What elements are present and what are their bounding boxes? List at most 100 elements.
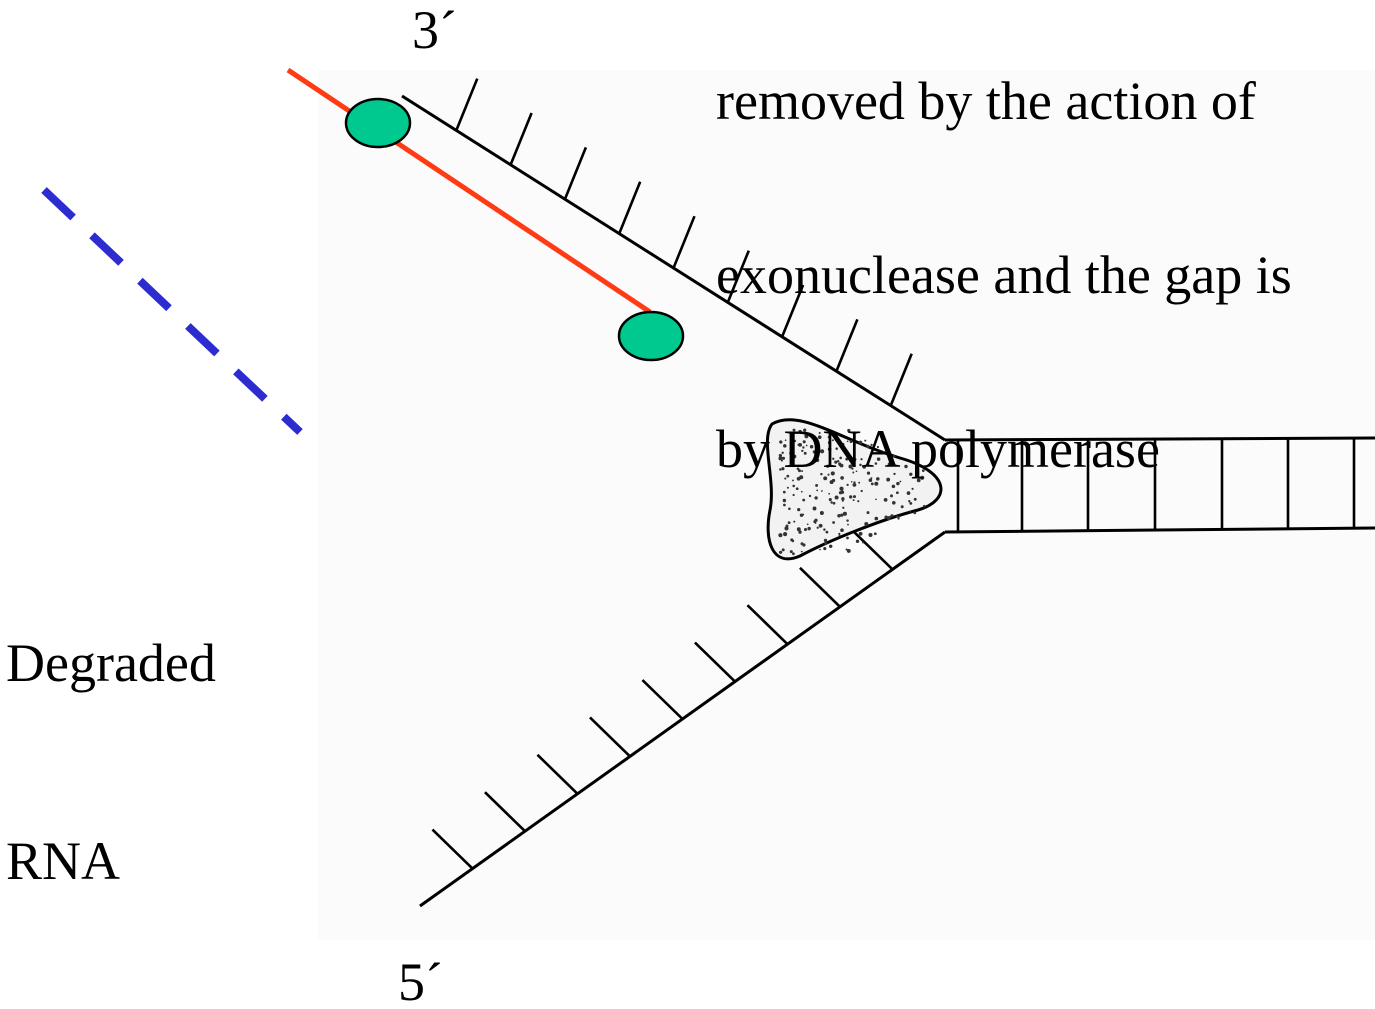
- enzyme-stipple-dot: [859, 463, 862, 467]
- enzyme-stipple-dot: [899, 480, 902, 483]
- enzyme-stipple-dot: [904, 464, 908, 469]
- enzyme-stipple-dot: [882, 451, 884, 453]
- caption-line-3: by DNA polymerase: [716, 419, 1160, 479]
- enzyme-stipple-dot: [913, 511, 917, 515]
- enzyme-stipple-dot: [832, 501, 836, 505]
- enzyme-stipple-dot: [874, 462, 878, 465]
- enzyme-stipple-dot: [802, 440, 806, 444]
- enzyme-stipple-dot: [820, 449, 825, 454]
- enzyme-stipple-dot: [890, 494, 893, 498]
- enzyme-stipple-dot: [791, 539, 795, 543]
- enzyme-stipple-dot: [860, 489, 863, 493]
- enzyme-stipple-dot: [802, 498, 806, 502]
- enzyme-stipple-dot: [781, 459, 783, 462]
- enzyme-stipple-dot: [851, 467, 854, 470]
- primer-end-marker: [617, 310, 685, 362]
- enzyme-stipple-dot: [876, 457, 881, 461]
- enzyme-stipple-dot: [778, 533, 783, 538]
- enzyme-stipple-dot: [823, 538, 828, 543]
- enzyme-stipple-dot: [807, 526, 811, 531]
- enzyme-stipple-dot: [779, 468, 782, 471]
- enzyme-stipple-dot: [778, 456, 783, 461]
- enzyme-stipple-dot: [876, 445, 879, 449]
- enzyme-stipple-dot: [858, 440, 863, 445]
- enzyme-stipple-dot: [839, 456, 843, 460]
- enzyme-stipple-dot: [834, 495, 839, 500]
- enzyme-stipple-dot: [793, 439, 797, 443]
- enzyme-stipple-dot: [866, 471, 871, 475]
- enzyme-stipple-dot: [781, 456, 786, 460]
- enzyme-stipple-dot: [814, 518, 818, 522]
- enzyme-stipple-dot: [898, 515, 901, 518]
- enzyme-stipple-dot: [857, 500, 860, 503]
- enzyme-stipple-dot: [784, 526, 789, 531]
- upper-strand-rung: [509, 112, 533, 166]
- enzyme-stipple-dot: [842, 506, 845, 509]
- enzyme-stipple-dot: [847, 428, 851, 433]
- enzyme-stipple-dot: [830, 471, 835, 476]
- enzyme-stipple-dot: [812, 450, 817, 454]
- enzyme-stipple-dot: [831, 439, 834, 442]
- enzyme-stipple-dot: [889, 515, 892, 518]
- enzyme-stipple-dot: [908, 500, 911, 503]
- enzyme-stipple-dot: [876, 477, 880, 481]
- upper-strand-rung: [780, 284, 805, 338]
- lower-strand-rung: [589, 716, 631, 758]
- enzyme-stipple-dot: [920, 475, 925, 480]
- enzyme-stipple-dot: [781, 548, 785, 552]
- three-prime-label: 3´: [412, 0, 457, 60]
- lower-strand-rung: [694, 641, 736, 683]
- enzyme-stipple-dot: [814, 496, 818, 500]
- enzyme-stipple-dot: [853, 495, 856, 499]
- enzyme-stipple-dot: [801, 449, 804, 453]
- enzyme-stipple-dot: [827, 441, 831, 445]
- enzyme-stipple-dot: [841, 497, 845, 501]
- enzyme-stipple-dot: [836, 459, 840, 463]
- enzyme-stipple-dot: [895, 515, 899, 518]
- enzyme-stipple-dot: [795, 487, 799, 491]
- enzyme-stipple-dot: [860, 458, 863, 461]
- enzyme-stipple-dot: [846, 483, 849, 487]
- lower-strand-rungs: [431, 529, 894, 870]
- enzyme-stipple-dot: [827, 447, 832, 452]
- five-prime-label: 5´: [398, 952, 443, 1009]
- enzyme-stipple-dot: [864, 522, 869, 526]
- enzyme-stipple-dot: [787, 521, 791, 525]
- caption-text: removed by the action of exonuclease and…: [716, 0, 1292, 594]
- enzyme-stipple-dot: [850, 480, 853, 483]
- enzyme-stipple-dot: [837, 513, 841, 518]
- enzyme-stipple-dot: [796, 467, 800, 471]
- lower-strand-rung: [536, 753, 579, 795]
- enzyme-stipple-dot: [909, 472, 913, 476]
- enzyme-stipple-dot: [804, 434, 809, 439]
- degraded-rna-dashes: [41, 187, 303, 435]
- enzyme-stipple-dot: [792, 493, 795, 497]
- enzyme-stipple-dot: [778, 453, 783, 458]
- enzyme-stipple-dot: [818, 432, 821, 434]
- parental-bottom-strand: [944, 526, 1375, 534]
- enzyme-stipple-dot: [783, 444, 787, 448]
- enzyme-stipple-dot: [793, 520, 796, 523]
- enzyme-stipple-dot: [838, 462, 842, 466]
- enzyme-stipple-dot: [866, 444, 870, 449]
- enzyme-stipple-dot: [832, 457, 835, 460]
- enzyme-stipple-dot: [827, 435, 830, 439]
- enzyme-stipple-dot: [817, 435, 822, 440]
- enzyme-stipple-dot: [848, 464, 853, 469]
- enzyme-stipple-dot: [823, 528, 826, 531]
- enzyme-stipple-dot: [820, 472, 823, 476]
- lower-strand-rung: [484, 791, 526, 833]
- lower-strand-rung: [431, 828, 474, 870]
- enzyme-stipple-dot: [922, 504, 926, 508]
- upper-strand-rung: [672, 215, 696, 269]
- enzyme-stipple-dot: [797, 443, 800, 446]
- enzyme-stipple-dot: [840, 513, 844, 517]
- enzyme-stipple-dot: [846, 548, 851, 553]
- enzyme-stipple-dot: [824, 541, 828, 546]
- enzyme-stipple-dot: [781, 451, 784, 454]
- enzyme-stipple-dot: [868, 532, 873, 538]
- enzyme-stipple-dot: [858, 481, 861, 484]
- enzyme-stipple-dot: [823, 547, 827, 551]
- upper-strand-rung: [617, 181, 642, 235]
